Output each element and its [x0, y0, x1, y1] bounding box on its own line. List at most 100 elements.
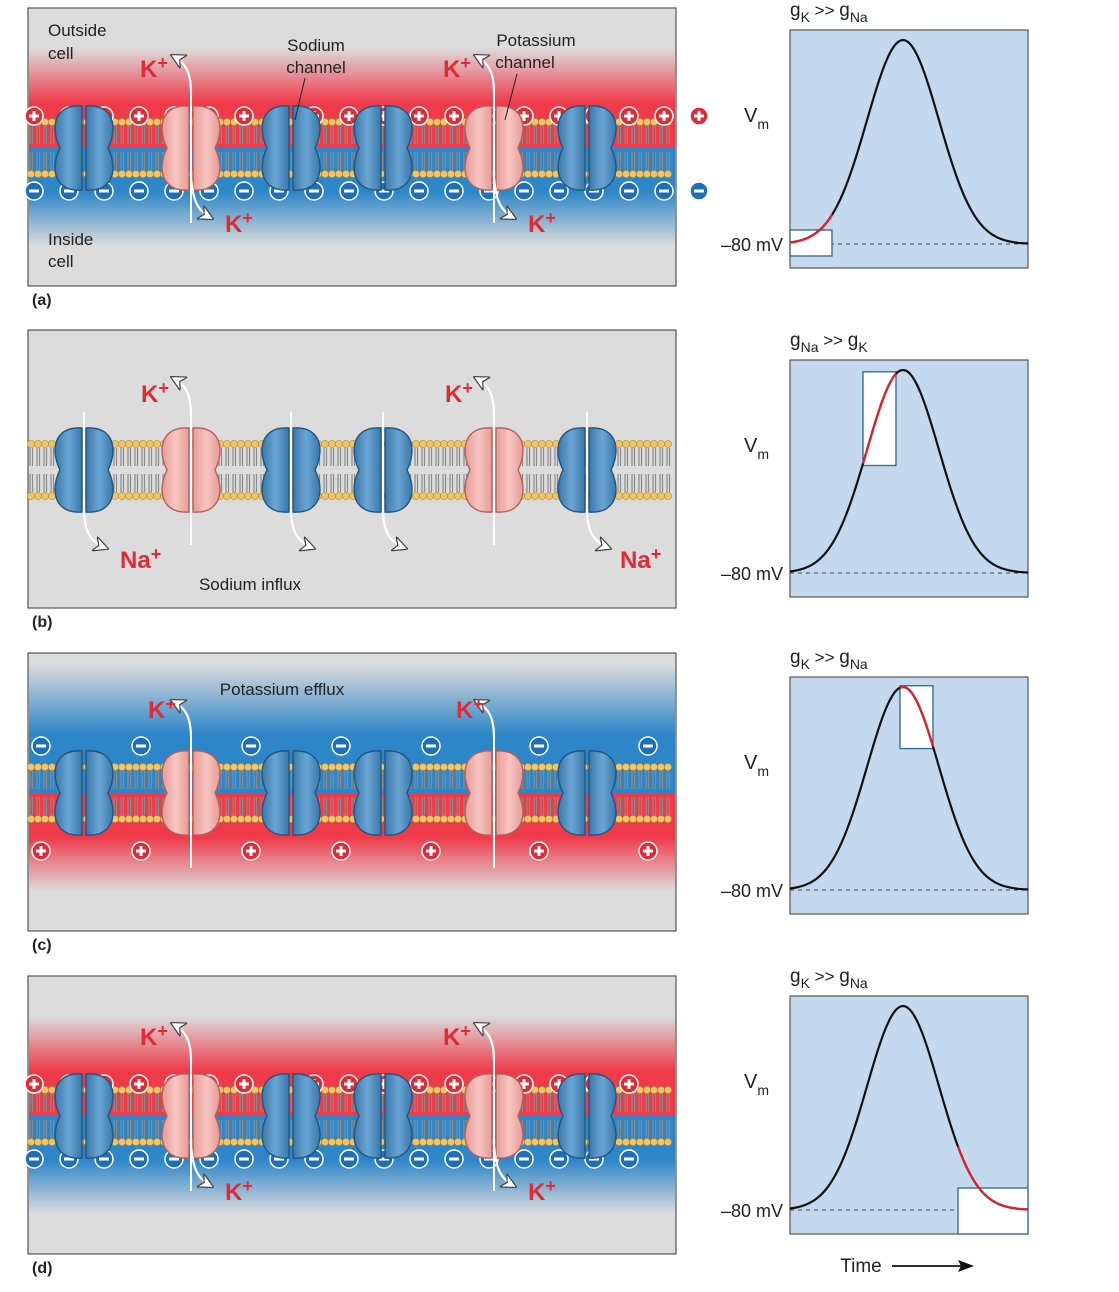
- negative-charge-icon: [444, 1149, 464, 1169]
- positive-charge-icon: [331, 841, 351, 861]
- negative-charge-icon: [131, 736, 151, 756]
- sodium-channel-icon: [54, 427, 114, 513]
- sodium-channel-icon: [261, 427, 321, 513]
- sodium-channel-icon: [54, 1073, 114, 1159]
- positive-charge-icon: [529, 841, 549, 861]
- k-influx-arrow-icon: [492, 1145, 514, 1186]
- ion-k-label: K+: [141, 378, 169, 408]
- panel-a: K+K+K+K+OutsidecellInsidecellSodiumchann…: [24, 7, 709, 309]
- k-efflux-arrow-icon: [476, 1024, 496, 1062]
- k-efflux-arrow-icon: [173, 56, 193, 94]
- negative-charge-icon: [619, 1149, 639, 1169]
- negative-charge-icon: [444, 181, 464, 201]
- outside-cell-label: Outside: [48, 21, 107, 40]
- negative-charge-icon: [409, 1149, 429, 1169]
- positive-charge-icon: [129, 106, 149, 126]
- k-influx-arrow-icon: [189, 1145, 211, 1186]
- panel-c: K+K+Potassium efflux(c): [27, 652, 677, 954]
- vm-axis-label: Vm: [744, 435, 769, 462]
- na-influx-arrow-icon: [585, 509, 609, 548]
- sodium-channel-leader: [294, 77, 306, 121]
- na-influx-arrow-icon: [289, 509, 313, 548]
- ion-na-label: Na+: [620, 544, 661, 574]
- negative-charge-icon: [129, 1149, 149, 1169]
- sodium-channel-icon: [557, 750, 617, 836]
- negative-charge-icon: [241, 736, 261, 756]
- negative-charge-icon: [654, 181, 674, 201]
- potassium-channel-icon: [161, 750, 221, 836]
- negative-charge-icon: [514, 1149, 534, 1169]
- sodium-channel-icon: [353, 750, 413, 836]
- sodium-channel-icon: [353, 427, 413, 513]
- negative-charge-icon: [129, 181, 149, 201]
- action-potential-trace: [789, 369, 1029, 574]
- potassium-channel-icon: [161, 1073, 221, 1159]
- positive-charge-icon: [409, 1074, 429, 1094]
- graph-frame: [789, 29, 1029, 269]
- negative-charge-icon: [409, 181, 429, 201]
- panel-letter: (c): [32, 937, 52, 954]
- positive-charge-icon: [241, 841, 261, 861]
- negative-charge-icon: [234, 181, 254, 201]
- inside-cell-label: cell: [48, 252, 74, 271]
- ion-na-label: Na+: [120, 544, 161, 574]
- time-arrow-head-icon: [958, 1260, 974, 1272]
- potassium-channel-icon: [464, 1073, 524, 1159]
- positive-charge-icon: [234, 1074, 254, 1094]
- sodium-channel-label: Sodium: [287, 36, 345, 55]
- potassium-channel-icon: [464, 427, 524, 513]
- positive-charge-icon: [444, 106, 464, 126]
- highlighted-trace-segment: [899, 685, 935, 747]
- phase-highlight-box: [789, 229, 833, 257]
- potassium-channel-label: Potassium: [496, 31, 575, 50]
- potassium-channel-icon: [464, 105, 524, 191]
- conductance-title: gK >> gNa: [790, 966, 868, 991]
- negative-charge-icon: [24, 1149, 44, 1169]
- resting-potential-label: –80 mV: [721, 881, 783, 901]
- phase-highlight-box: [862, 371, 897, 467]
- positive-charge-icon: [24, 106, 44, 126]
- k-efflux-arrow-icon: [476, 56, 496, 94]
- potassium-channel-icon: [161, 427, 221, 513]
- caption-label: Potassium efflux: [220, 680, 345, 699]
- ion-k-label: K+: [225, 1176, 253, 1206]
- negative-charge-icon: [689, 181, 709, 201]
- k-efflux-arrow-icon: [173, 378, 193, 416]
- k-efflux-arrow-icon: [173, 1024, 193, 1062]
- k-efflux-arrow-icon: [476, 378, 496, 416]
- negative-charge-icon: [339, 1149, 359, 1169]
- positive-charge-icon: [24, 1074, 44, 1094]
- panel-letter: (b): [32, 614, 52, 631]
- sodium-channel-icon: [557, 427, 617, 513]
- negative-charge-icon: [24, 181, 44, 201]
- panel-b: K+K+Na+Na+Sodium influx(b): [27, 329, 677, 631]
- graph-frame: [789, 359, 1029, 598]
- conductance-title: gK >> gNa: [790, 647, 868, 672]
- sodium-channel-icon: [557, 1073, 617, 1159]
- sodium-channel-icon: [261, 750, 321, 836]
- ion-k-label: K+: [443, 1021, 471, 1051]
- panel-letter: (d): [32, 1260, 52, 1277]
- positive-charge-icon: [421, 841, 441, 861]
- phase-highlight-box: [957, 1187, 1029, 1235]
- phase-highlight-box: [899, 685, 934, 750]
- positive-charge-icon: [31, 841, 51, 861]
- ion-k-label: K+: [140, 53, 168, 83]
- negative-charge-icon: [421, 736, 441, 756]
- potassium-channel-icon: [161, 105, 221, 191]
- vm-axis-label: Vm: [744, 752, 769, 779]
- vm-axis-label: Vm: [744, 1071, 769, 1098]
- negative-charge-icon: [529, 736, 549, 756]
- negative-charge-icon: [514, 181, 534, 201]
- conductance-title: gNa >> gK: [790, 330, 868, 355]
- positive-charge-icon: [619, 106, 639, 126]
- sodium-channel-icon: [54, 750, 114, 836]
- sodium-channel-label: channel: [286, 58, 346, 77]
- ion-k-label: K+: [443, 53, 471, 83]
- positive-charge-icon: [129, 1074, 149, 1094]
- positive-charge-icon: [131, 841, 151, 861]
- ion-k-label: K+: [528, 1176, 556, 1206]
- sodium-channel-icon: [353, 105, 413, 191]
